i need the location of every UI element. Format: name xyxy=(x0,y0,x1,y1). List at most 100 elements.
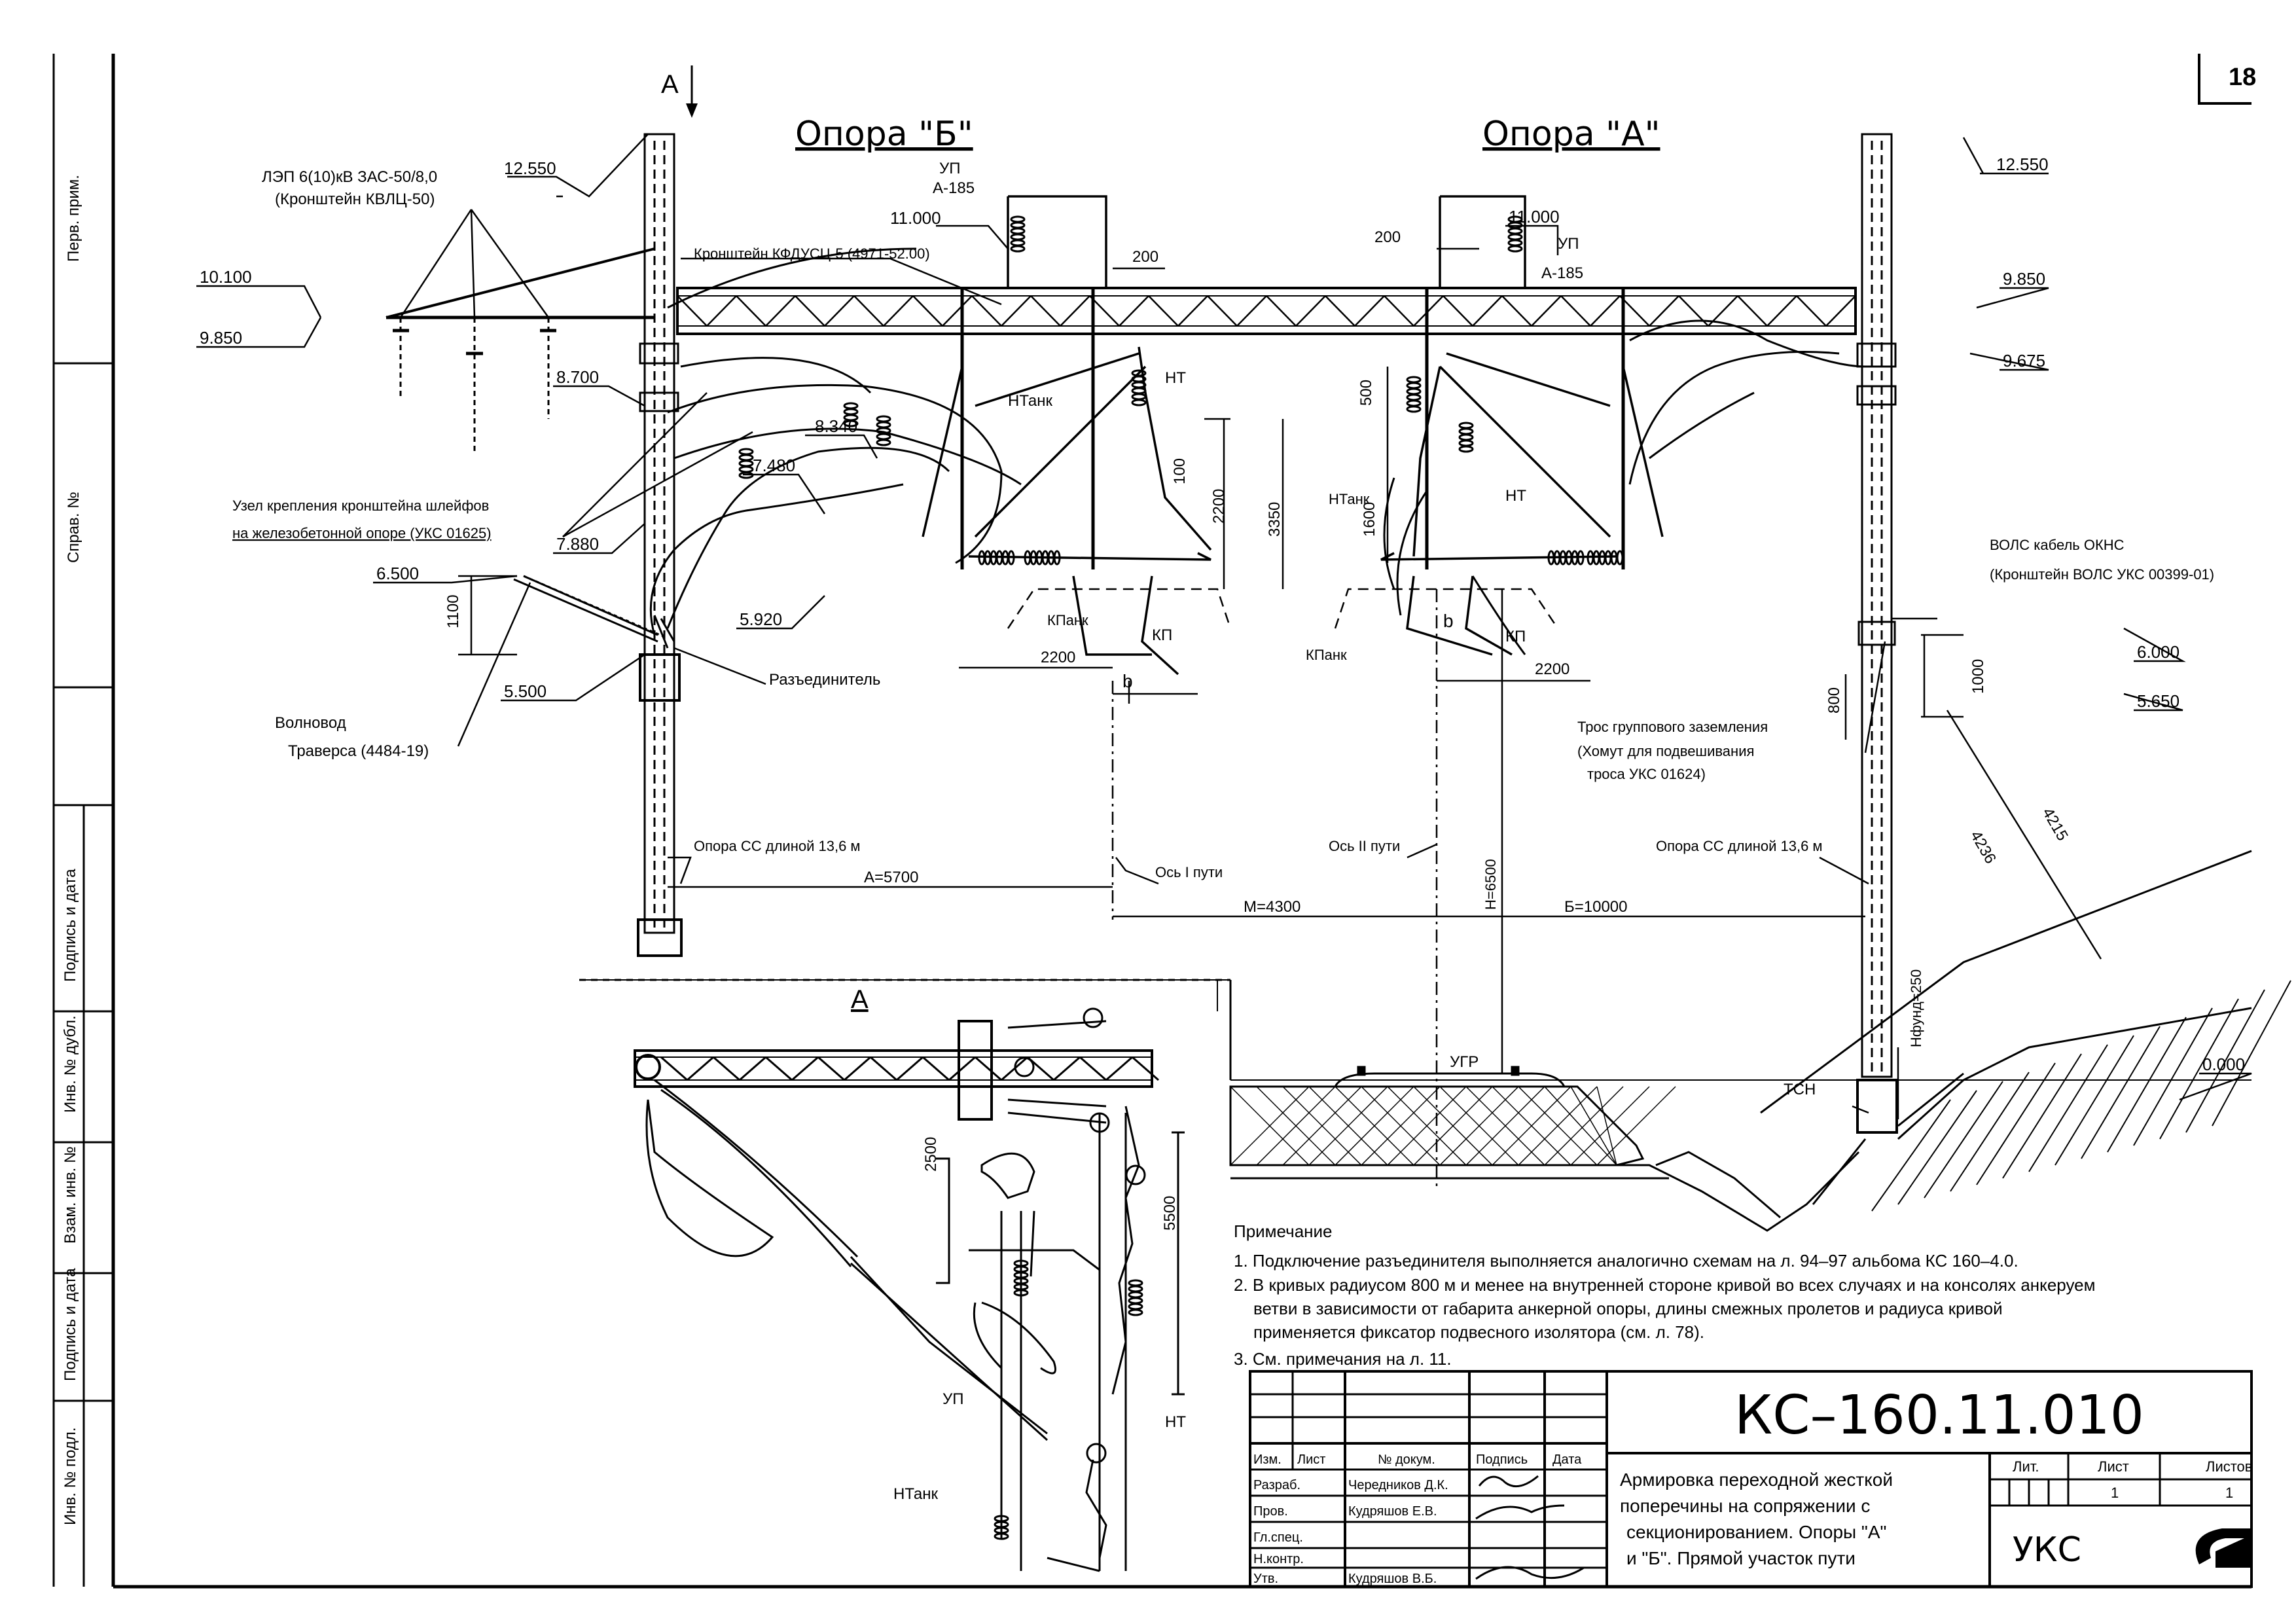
notes: Примечание 1. Подключение разъединителя … xyxy=(1234,1221,2096,1369)
callout-ktank-1: КПанк xyxy=(1047,612,1088,628)
note-2b: ветви в зависимости от габарита анкерной… xyxy=(1253,1299,2003,1318)
dim-100: 100 xyxy=(1171,458,1189,484)
callout-ktank-2: КПанк xyxy=(1306,647,1347,663)
tb-role-5: Утв. xyxy=(1253,1572,1278,1586)
dim-200-2: 200 xyxy=(1374,228,1401,246)
tb-role-4: Н.контр. xyxy=(1253,1552,1304,1566)
callout-ground-1: Трос группового заземления xyxy=(1577,719,1768,735)
ballast-hatch xyxy=(1230,1086,1676,1166)
elev-11000-a: 11.000 xyxy=(1509,207,1560,226)
doc-code: КС–160.11.010 xyxy=(1734,1384,2144,1447)
org-logo xyxy=(2195,1528,2251,1568)
elev-9675: 9.675 xyxy=(2003,351,2045,370)
elevation-marks xyxy=(196,134,2252,1101)
pantograph-envelopes xyxy=(1007,588,1559,629)
dim-2200-3: 2200 xyxy=(1210,489,1228,524)
sheet-number: 18 xyxy=(2229,63,2256,91)
callout-a185-2: А-185 xyxy=(1541,264,1583,282)
ground-section xyxy=(579,850,2252,1232)
callout-lep-bracket: (Кронштейн КВЛЦ-50) xyxy=(275,190,435,208)
elev-6500: 6.500 xyxy=(376,564,419,583)
elevation-labels: 12.550 11.000 10.100 9.850 8.700 8.340 7… xyxy=(200,154,2245,1074)
sleeper xyxy=(1333,1066,1566,1088)
stamp-podpis-1: Подпись и дата xyxy=(62,869,79,982)
callout-hfound: Нфунд=250 xyxy=(1908,969,1924,1047)
title-block xyxy=(1249,1370,2253,1588)
callout-ntank-inset: НТанк xyxy=(893,1485,939,1503)
support-b-title: Опора "Б" xyxy=(795,115,973,154)
tb-list-val: 1 xyxy=(2111,1485,2119,1501)
section-marker-letter: А xyxy=(661,70,679,99)
stamp-podpis-2: Подпись и дата xyxy=(62,1268,79,1381)
callout-nt-inset: НТ xyxy=(1165,1413,1186,1431)
notes-header: Примечание xyxy=(1234,1221,1333,1241)
tb-role-3: Гл.спец. xyxy=(1253,1530,1303,1545)
dim-1000: 1000 xyxy=(1969,659,1987,694)
tb-header-izm: Изм. xyxy=(1253,1453,1282,1467)
dim-1600: 1600 xyxy=(1361,502,1378,537)
stamp-inv-podl: Инв. № подл. xyxy=(62,1428,79,1526)
pole-a xyxy=(1856,133,1898,1134)
tb-header-list: Лист xyxy=(1297,1453,1325,1467)
callout-pole-a: Опора СС длиной 13,6 м xyxy=(1656,838,1823,854)
dim-a: А=5700 xyxy=(864,869,918,886)
callout-lep: ЛЭП 6(10)кВ ЗАС-50/8,0 xyxy=(262,168,437,186)
tb-listov-val: 1 xyxy=(2225,1485,2233,1501)
doc-title-1: Армировка переходной жесткой xyxy=(1620,1470,1893,1490)
traverse xyxy=(513,575,669,649)
dim-500: 500 xyxy=(1357,380,1375,406)
signatures xyxy=(1475,1475,1585,1580)
elev-6000: 6.000 xyxy=(2137,642,2179,662)
callout-disconnector: Разъединитель xyxy=(769,671,880,689)
side-stamps: Перв. прим. Справ. № Подпись и дата Инв.… xyxy=(62,175,82,1525)
callout-ground-2: (Хомут для подвешивания xyxy=(1577,743,1754,759)
tb-header-sign: Подпись xyxy=(1476,1453,1528,1467)
callout-node-2: на железобетонной опоре (УКС 01625) xyxy=(232,525,492,541)
callout-kp-1: КП xyxy=(1152,626,1172,644)
callout-fiber-2: (Кронштейн ВОЛС УКС 00399-01) xyxy=(1990,566,2214,583)
stamp-sprav: Справ. № xyxy=(65,492,82,563)
stamp-perv-prim: Перв. прим. xyxy=(65,175,82,262)
dim-m: М=4300 xyxy=(1244,898,1300,916)
sheet-frame xyxy=(52,54,2251,1589)
callout-traverse: Траверса (4484-19) xyxy=(288,742,429,760)
note-2a: 2. В кривых радиусом 800 м и менее на вн… xyxy=(1234,1275,2096,1295)
truss-crossbar xyxy=(676,287,1857,335)
callout-kp-2: КП xyxy=(1505,628,1526,645)
stamp-vzam-inv: Взам. инв. № xyxy=(62,1146,79,1244)
callout-b-2: b xyxy=(1443,611,1454,631)
elev-10100: 10.100 xyxy=(200,267,252,287)
note-2c: применяется фиксатор подвесного изолятор… xyxy=(1253,1322,1704,1342)
doc-title-4: и "Б". Прямой участок пути xyxy=(1626,1548,1856,1568)
note-3: 3. См. примечания на л. 11. xyxy=(1234,1349,1452,1369)
callout-a185-1: А-185 xyxy=(933,179,975,197)
tb-name-2: Кудряшов Е.В. xyxy=(1348,1504,1437,1519)
callout-axis-1: Ось I пути xyxy=(1155,864,1223,880)
tb-name-1: Чередников Д.К. xyxy=(1348,1478,1448,1492)
callout-axis-2: Ось II пути xyxy=(1329,838,1400,854)
callout-up-2: УП xyxy=(1558,235,1579,253)
dim-200-1: 200 xyxy=(1132,248,1158,266)
sheet-number-box: 18 xyxy=(2198,54,2256,105)
truss-diagonals xyxy=(677,295,1856,327)
dim-5500: 5500 xyxy=(1161,1196,1179,1231)
elev-12550-a: 12.550 xyxy=(1996,154,2049,174)
stamp-inv-dubl: Инв. № дубл. xyxy=(62,1015,79,1113)
elev-5920: 5.920 xyxy=(740,609,782,629)
pole-b xyxy=(637,133,683,957)
elev-7880: 7.880 xyxy=(556,534,599,554)
elev-5650: 5.650 xyxy=(2137,691,2179,711)
dim-800: 800 xyxy=(1825,687,1843,713)
callout-b-1: b xyxy=(1122,671,1133,691)
callout-ground-3: троса УКС 01624) xyxy=(1587,766,1706,782)
dimension-labels: А=5700 М=4300 Б=10000 2200 2200 2200 200… xyxy=(444,228,2072,1231)
doc-title-2: поперечины на сопряжении с xyxy=(1620,1496,1870,1516)
callout-up-1: УП xyxy=(939,160,961,177)
callout-hdim: Н=6500 xyxy=(1482,859,1499,910)
tb-header-doc: № докум. xyxy=(1378,1453,1435,1467)
callout-ntank-1: НТанк xyxy=(1008,392,1053,410)
wires xyxy=(649,247,1866,655)
callout-waveguide: Волновод xyxy=(275,714,346,732)
callout-tsn: ТСН xyxy=(1784,1081,1816,1098)
callout-leaders xyxy=(399,209,1937,1114)
